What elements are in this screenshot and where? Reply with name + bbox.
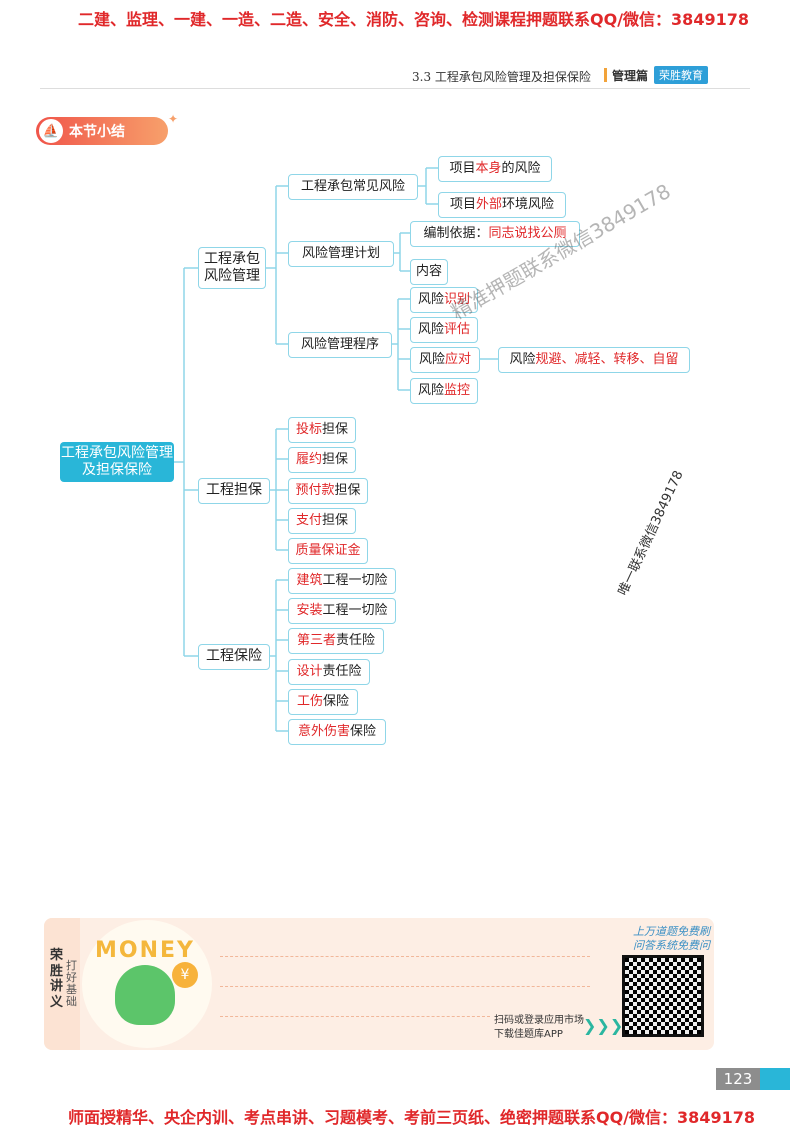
highlight: 支付 [295, 512, 322, 528]
text: 工程一切险 [322, 602, 388, 618]
highlight: 评估 [444, 321, 471, 337]
text: 风险 [417, 291, 444, 307]
node-risk-management: 工程承包风险管理 [198, 247, 266, 289]
qr-panel: 上万道题免费刷 问答系统免费问 [600, 925, 710, 1043]
banner-title: 荣胜讲义 [50, 948, 64, 1010]
section-ribbon: ⛵ 本节小结 [36, 117, 168, 145]
text: 责任险 [322, 663, 362, 679]
page-tab [760, 1068, 790, 1090]
highlight: 同志说找公厕 [488, 225, 567, 241]
highlight: 识别 [444, 291, 471, 307]
node-installation-all-risk: 安装工程一切险 [288, 598, 396, 624]
node-project-external-risk: 项目外部环境风险 [438, 192, 566, 218]
arrows-icon: ❯❯❯ [583, 1016, 624, 1035]
node-plan-content: 内容 [410, 259, 448, 285]
text: 担保 [322, 512, 349, 528]
highlight: 安装 [296, 602, 323, 618]
text: 项目 [449, 196, 476, 212]
banner-subtitle: 打好基础 [66, 959, 77, 1009]
node-engineering-guarantee: 工程担保 [198, 478, 270, 504]
highlight: 建筑 [296, 572, 323, 588]
node-risk-respond: 风险应对 [410, 347, 480, 373]
node-construction-all-risk: 建筑工程一切险 [288, 568, 396, 594]
text: 担保 [322, 421, 349, 437]
bottom-notice: 师面授精华、央企内训、考点串讲、习题模考、考前三页纸、绝密押题联系QQ/微信：3… [68, 1108, 755, 1127]
header-divider [604, 68, 607, 82]
part-label: 管理篇 [612, 69, 649, 83]
money-logo: MONEY [95, 938, 195, 963]
header-rule [40, 88, 750, 89]
sparkle-icon: ✦ [168, 112, 179, 126]
text: 责任险 [336, 632, 376, 648]
qr-caption-2: 问答系统免费问 [633, 939, 710, 953]
node-risk-response-options: 风险规避、减轻、转移、自留 [498, 347, 690, 373]
scan-line-1: 扫码或登录应用市场 [494, 1015, 584, 1026]
text: 环境风险 [502, 196, 555, 212]
section-label: 本节小结 [69, 124, 125, 140]
node-plan-basis: 编制依据：同志说找公厕 [410, 221, 580, 247]
note-line [220, 986, 590, 987]
boat-icon: ⛵ [39, 119, 63, 143]
highlight: 工伤 [296, 693, 323, 709]
node-risk-identify: 风险识别 [410, 287, 478, 313]
text: 风险 [418, 351, 445, 367]
highlight: 预付款 [295, 482, 335, 498]
text: 担保 [334, 482, 361, 498]
highlight: 应对 [445, 351, 472, 367]
text: 风险 [509, 351, 536, 367]
text: 风险 [417, 321, 444, 337]
text: 风险 [417, 382, 444, 398]
node-design-liability: 设计责任险 [288, 659, 370, 685]
node-third-party-liability: 第三者责任险 [288, 628, 384, 654]
banner-side-strip [44, 918, 80, 1050]
text: 项目 [449, 160, 476, 176]
page-number: 123 [716, 1068, 760, 1090]
node-bid-guarantee: 投标担保 [288, 417, 356, 443]
text: 的风险 [501, 160, 541, 176]
node-quality-deposit: 质量保证金 [288, 538, 368, 564]
coin-icon: ¥ [172, 962, 198, 988]
node-accident-insurance: 意外伤害保险 [288, 719, 386, 745]
qr-code-icon[interactable] [622, 955, 704, 1037]
highlight: 投标 [295, 421, 322, 437]
highlight: 本身 [475, 160, 502, 176]
frog-mascot-icon [115, 965, 175, 1025]
highlight: 第三者 [296, 632, 336, 648]
highlight: 规避、减轻、转移、自留 [535, 351, 679, 367]
node-performance-guarantee: 履约担保 [288, 447, 356, 473]
text: 编制依据： [423, 225, 489, 241]
scan-line-2: 下载佳题库APP [494, 1028, 563, 1040]
node-payment-guarantee: 支付担保 [288, 508, 356, 534]
highlight: 履约 [295, 451, 322, 467]
highlight: 意外伤害 [297, 723, 350, 739]
node-engineering-insurance: 工程保险 [198, 644, 270, 670]
mindmap-root: 工程承包风险管理及担保保险 [60, 442, 174, 482]
note-line [220, 956, 590, 957]
node-risk-plan: 风险管理计划 [288, 241, 394, 267]
text: 担保 [322, 451, 349, 467]
highlight: 监控 [444, 382, 471, 398]
node-risk-assess: 风险评估 [410, 317, 478, 343]
node-common-risks: 工程承包常见风险 [288, 174, 418, 200]
highlight: 设计 [296, 663, 323, 679]
text: 工程一切险 [322, 572, 388, 588]
node-risk-monitor: 风险监控 [410, 378, 478, 404]
text: 保险 [350, 723, 377, 739]
top-notice: 二建、监理、一建、一造、二造、安全、消防、咨询、检测课程押题联系QQ/微信：38… [78, 10, 749, 29]
node-risk-procedure: 风险管理程序 [288, 332, 392, 358]
text: 保险 [323, 693, 350, 709]
node-advance-payment-guarantee: 预付款担保 [288, 478, 368, 504]
highlight: 外部 [475, 196, 502, 212]
qr-caption-1: 上万道题免费刷 [633, 925, 710, 938]
node-work-injury-insurance: 工伤保险 [288, 689, 358, 715]
node-project-own-risk: 项目本身的风险 [438, 156, 552, 182]
download-prompt: 扫码或登录应用市场 下载佳题库APP [494, 1014, 584, 1041]
highlight: 质量保证金 [295, 542, 361, 558]
brand-logo: 荣胜教育 [654, 66, 708, 84]
note-line [220, 1016, 490, 1017]
chapter-title: 3.3 工程承包风险管理及担保保险 [412, 70, 591, 84]
